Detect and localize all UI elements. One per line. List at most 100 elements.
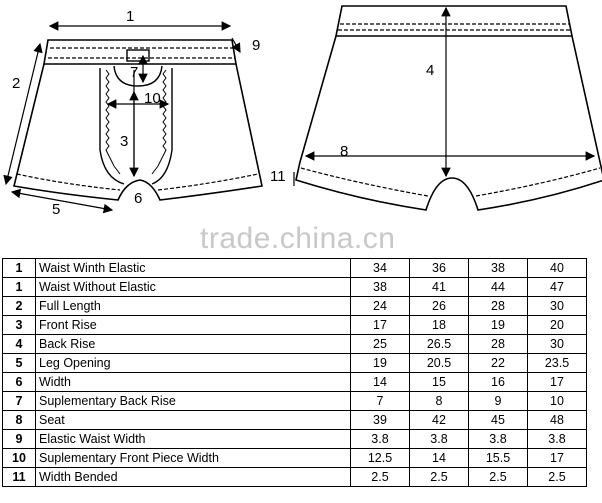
size-value: 16	[468, 372, 528, 392]
size-value: 19	[350, 353, 410, 373]
size-value: 26.5	[409, 334, 469, 354]
row-number: 7	[2, 391, 36, 411]
row-number: 6	[2, 372, 36, 392]
measurement-name: Width	[35, 372, 351, 392]
row-number: 5	[2, 353, 36, 373]
measurement-name: Back Rise	[35, 334, 351, 354]
size-value: 40	[527, 258, 587, 278]
label-6: 6	[134, 190, 142, 207]
size-value: 20.5	[409, 353, 469, 373]
size-value: 10	[527, 391, 587, 411]
label-9: 9	[252, 37, 260, 54]
label-8: 8	[340, 143, 348, 160]
size-value: 25	[350, 334, 410, 354]
size-value: 47	[527, 277, 587, 297]
size-value: 44	[468, 277, 528, 297]
size-value: 22	[468, 353, 528, 373]
size-value: 42	[409, 410, 469, 430]
row-number: 11	[2, 467, 36, 487]
label-10: 10	[144, 90, 161, 107]
measurement-name: Elastic Waist Width	[35, 429, 351, 449]
size-value: 17	[527, 448, 587, 468]
size-value: 34	[350, 258, 410, 278]
size-value: 17	[527, 372, 587, 392]
measurement-name: Waist Winth Elastic	[35, 258, 351, 278]
measurement-name: Width Bended	[35, 467, 351, 487]
size-value: 19	[468, 315, 528, 335]
size-value: 14	[350, 372, 410, 392]
measurement-name: Full Length	[35, 296, 351, 316]
size-value: 45	[468, 410, 528, 430]
size-value: 15	[409, 372, 469, 392]
measurement-name: Seat	[35, 410, 351, 430]
measurement-name: Front Rise	[35, 315, 351, 335]
label-7: 7	[130, 64, 138, 81]
label-1: 1	[126, 8, 134, 25]
row-number: 4	[2, 334, 36, 354]
label-5: 5	[52, 201, 60, 218]
size-value: 28	[468, 296, 528, 316]
watermark-text: trade.china.cn	[200, 222, 396, 255]
measurement-name: Leg Opening	[35, 353, 351, 373]
size-value: 9	[468, 391, 528, 411]
measurement-name: Suplementary Back Rise	[35, 391, 351, 411]
label-11: 11	[270, 168, 286, 185]
size-value: 2.5	[527, 467, 587, 487]
size-value: 3.8	[527, 429, 587, 449]
measurement-name: Waist Without Elastic	[35, 277, 351, 297]
label-3: 3	[120, 133, 128, 150]
size-value: 20	[527, 315, 587, 335]
size-value: 2.5	[468, 467, 528, 487]
row-number: 8	[2, 410, 36, 430]
row-number: 3	[2, 315, 36, 335]
size-value: 38	[350, 277, 410, 297]
size-value: 23.5	[527, 353, 587, 373]
size-value: 3.8	[468, 429, 528, 449]
size-value: 15.5	[468, 448, 528, 468]
measurement-name: Suplementary Front Piece Width	[35, 448, 351, 468]
row-number: 10	[2, 448, 36, 468]
size-value: 17	[350, 315, 410, 335]
size-value: 2.5	[409, 467, 469, 487]
size-value: 26	[409, 296, 469, 316]
label-4: 4	[426, 62, 434, 79]
front-view: 1 9 2 7 10 3 6 5	[3, 8, 263, 218]
size-value: 2.5	[350, 467, 410, 487]
size-value: 3.8	[350, 429, 410, 449]
size-value: 41	[409, 277, 469, 297]
size-value: 18	[409, 315, 469, 335]
size-value: 14	[409, 448, 469, 468]
row-number: 1	[2, 277, 36, 297]
row-number: 9	[2, 429, 36, 449]
size-value: 8	[409, 391, 469, 411]
size-value: 3.8	[409, 429, 469, 449]
size-value: 30	[527, 296, 587, 316]
size-value: 24	[350, 296, 410, 316]
size-value: 39	[350, 410, 410, 430]
size-value: 7	[350, 391, 410, 411]
size-value: 48	[527, 410, 587, 430]
row-number: 2	[2, 296, 36, 316]
size-value: 28	[468, 334, 528, 354]
row-number: 1	[2, 258, 36, 278]
label-2: 2	[12, 75, 20, 92]
back-view: 4 8 11	[270, 5, 602, 211]
size-value: 36	[409, 258, 469, 278]
size-value: 38	[468, 258, 528, 278]
size-value: 12.5	[350, 448, 410, 468]
size-value: 30	[527, 334, 587, 354]
